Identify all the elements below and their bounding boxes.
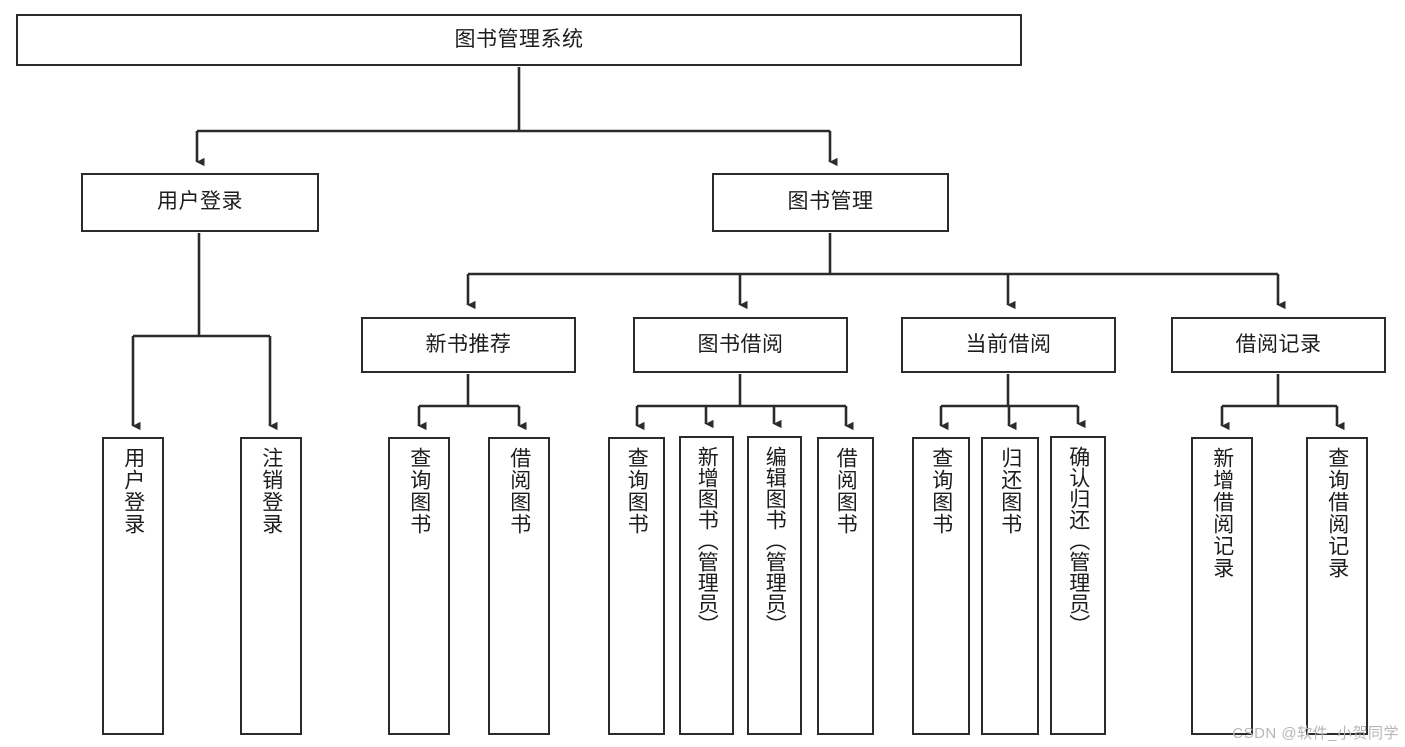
node-leaf-query-book-1[interactable]: 查询图书 (388, 437, 450, 735)
node-leaf-add-record-label: 新增借阅记录 (1210, 447, 1234, 579)
node-user-login-label: 用户登录 (157, 190, 243, 214)
node-leaf-user-login-label: 用户登录 (121, 447, 145, 535)
node-new-book-rec-label: 新书推荐 (425, 332, 512, 356)
node-leaf-query-record[interactable]: 查询借阅记录 (1306, 437, 1368, 735)
node-leaf-borrow-book-1[interactable]: 借阅图书 (488, 437, 550, 735)
node-leaf-edit-book-label: 编辑图书（管理员） (763, 446, 787, 635)
node-borrow-record-label: 借阅记录 (1235, 332, 1322, 356)
node-user-login[interactable]: 用户登录 (81, 173, 319, 232)
node-leaf-query-book-1-label: 查询图书 (407, 447, 431, 535)
node-leaf-user-logout[interactable]: 注销登录 (240, 437, 302, 735)
node-leaf-add-record[interactable]: 新增借阅记录 (1191, 437, 1253, 735)
node-leaf-confirm-return-label: 确认归还（管理员） (1066, 446, 1090, 635)
node-current-borrow-label: 当前借阅 (965, 332, 1052, 356)
node-leaf-add-book[interactable]: 新增图书（管理员） (679, 436, 734, 735)
node-leaf-query-book-2[interactable]: 查询图书 (608, 437, 665, 735)
node-leaf-borrow-book-2[interactable]: 借阅图书 (817, 437, 874, 735)
node-book-borrow[interactable]: 图书借阅 (633, 317, 848, 373)
node-new-book-rec[interactable]: 新书推荐 (361, 317, 576, 373)
node-leaf-confirm-return[interactable]: 确认归还（管理员） (1050, 436, 1106, 735)
node-borrow-record[interactable]: 借阅记录 (1171, 317, 1386, 373)
node-leaf-return-book-label: 归还图书 (998, 447, 1022, 535)
node-leaf-user-login[interactable]: 用户登录 (102, 437, 164, 735)
node-leaf-borrow-book-2-label: 借阅图书 (834, 447, 858, 535)
node-leaf-query-book-3-label: 查询图书 (929, 447, 953, 535)
node-leaf-add-book-label: 新增图书（管理员） (695, 446, 719, 635)
node-leaf-borrow-book-1-label: 借阅图书 (507, 447, 531, 535)
node-current-borrow[interactable]: 当前借阅 (901, 317, 1116, 373)
node-leaf-user-logout-label: 注销登录 (259, 447, 283, 535)
node-book-manage[interactable]: 图书管理 (712, 173, 949, 232)
node-leaf-query-book-3[interactable]: 查询图书 (912, 437, 970, 735)
node-book-manage-label: 图书管理 (787, 190, 874, 214)
node-leaf-edit-book[interactable]: 编辑图书（管理员） (747, 436, 802, 735)
node-leaf-return-book[interactable]: 归还图书 (981, 437, 1039, 735)
node-leaf-query-record-label: 查询借阅记录 (1325, 447, 1349, 579)
watermark-text: CSDN @软件_小贺同学 (1232, 725, 1399, 742)
node-book-borrow-label: 图书借阅 (697, 332, 784, 356)
node-leaf-query-book-2-label: 查询图书 (625, 447, 649, 535)
node-root-label: 图书管理系统 (454, 27, 584, 51)
node-root[interactable]: 图书管理系统 (16, 14, 1022, 66)
